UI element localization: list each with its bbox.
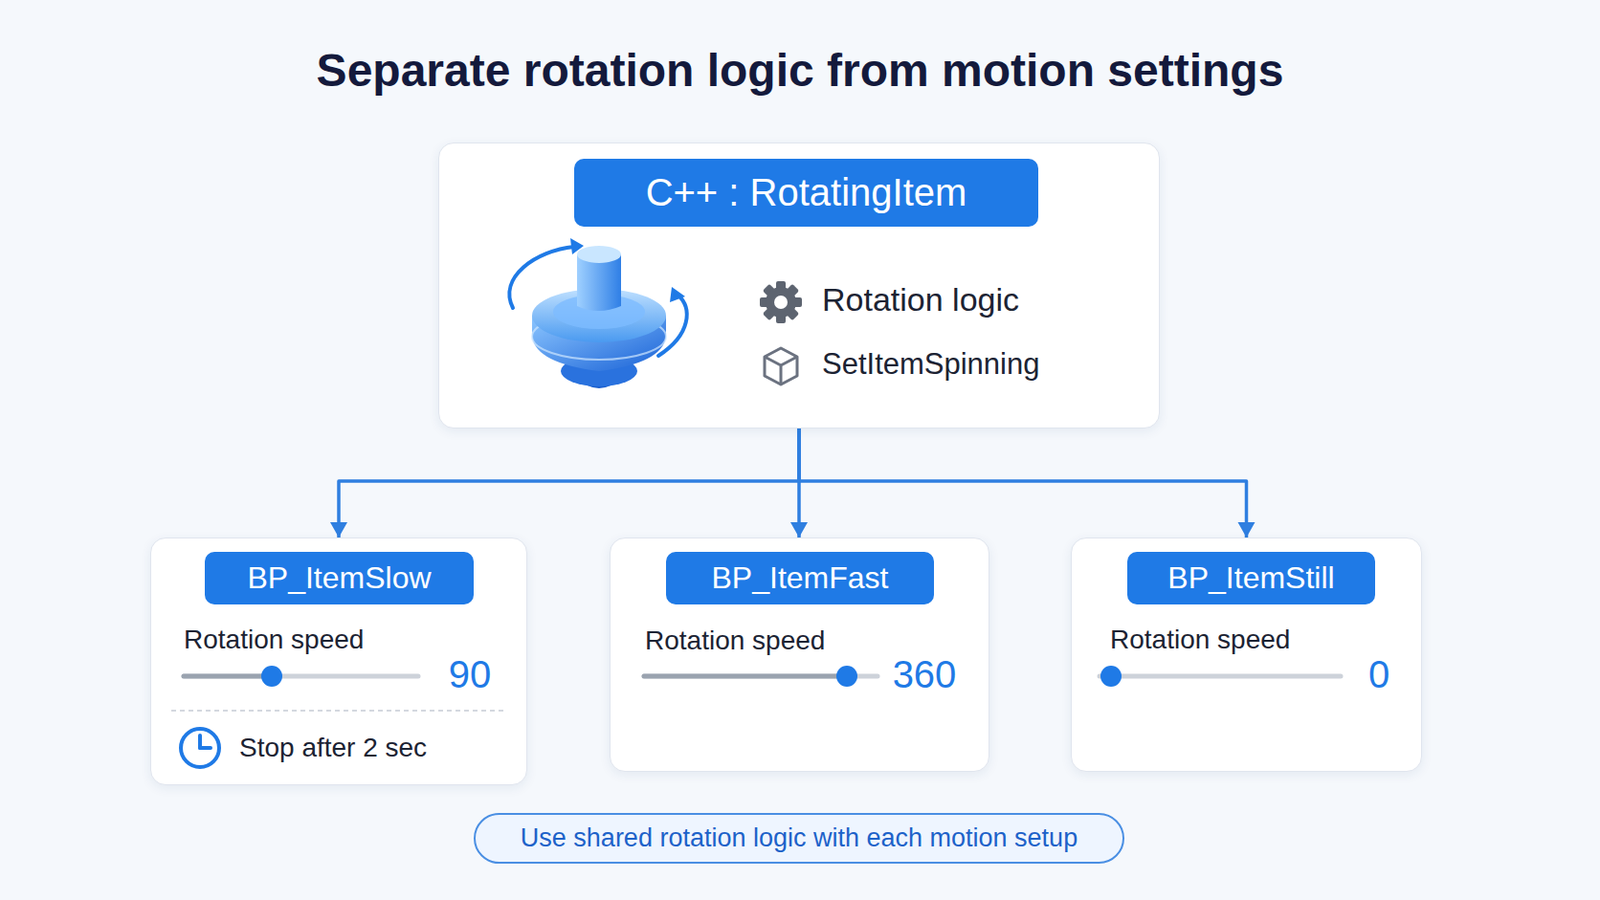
connector-line [799, 428, 1247, 538]
connector-arrow [799, 428, 1256, 538]
function-name: SetItemSpinning [822, 347, 1040, 382]
cube-icon [764, 348, 798, 385]
setting-note: Stop after 2 sec [239, 733, 427, 764]
top-body [532, 315, 667, 372]
setting-value: 0 [1340, 652, 1418, 697]
pill-label: BP_ItemFast [711, 560, 889, 597]
caption-pill: Use shared rotation logic with each moti… [473, 813, 1125, 865]
setting-label: Rotation speed [1110, 624, 1290, 656]
setting-value: 360 [871, 652, 978, 697]
connector-line [338, 428, 800, 538]
rotation-arrow-head [669, 287, 686, 303]
rotation-arrow [658, 294, 688, 356]
class-card: Rotation logicSetItemSpinning C++ : Rotat… [438, 142, 1160, 429]
setting-value: 90 [422, 652, 518, 697]
top-base [560, 355, 638, 387]
rotation-arrow [509, 246, 575, 309]
arrow-head [790, 522, 808, 538]
top-stem [577, 254, 622, 312]
top-ridge [532, 313, 667, 360]
blueprint-name-pill: BP_ItemStill [1127, 552, 1376, 605]
clock-icon [180, 729, 220, 768]
class-name-pill: C++ : RotatingItem [574, 158, 1039, 227]
blueprint-card: Rotation speed 0 BP_ItemStill [1070, 537, 1423, 773]
spinning-top-illustration [509, 238, 687, 389]
rotation-arrow-head [570, 238, 584, 255]
pill-label: C++ : RotatingItem [645, 171, 968, 215]
arrow-head [330, 522, 348, 538]
dashed-divider [171, 710, 508, 712]
connector-arrow [330, 428, 800, 538]
blueprint-name-pill: BP_ItemFast [666, 552, 934, 605]
top-disk-inner [553, 294, 645, 330]
blueprint-card: Rotation speed 360 BP_ItemFast [609, 537, 990, 773]
blueprint-name-pill: BP_ItemSlow [204, 552, 474, 605]
feature-label: Rotation logic [822, 281, 1020, 319]
blueprint-card: Rotation speed 90Stop after 2 sec BP_ItemS… [150, 537, 528, 786]
arrow-head [1238, 522, 1256, 538]
speed-slider [183, 666, 419, 688]
diagram-title: Separate rotation logic from motion sett… [0, 44, 1600, 97]
gear-icon [759, 281, 802, 324]
speed-slider [1099, 666, 1341, 688]
setting-label: Rotation speed [183, 624, 364, 656]
pill-label: BP_ItemStill [1167, 560, 1334, 597]
top-tip [574, 375, 624, 389]
top-disk [532, 288, 667, 343]
top-stem-cap [577, 245, 622, 264]
setting-label: Rotation speed [644, 625, 825, 657]
pill-label: BP_ItemSlow [246, 560, 431, 597]
speed-slider [644, 666, 878, 688]
